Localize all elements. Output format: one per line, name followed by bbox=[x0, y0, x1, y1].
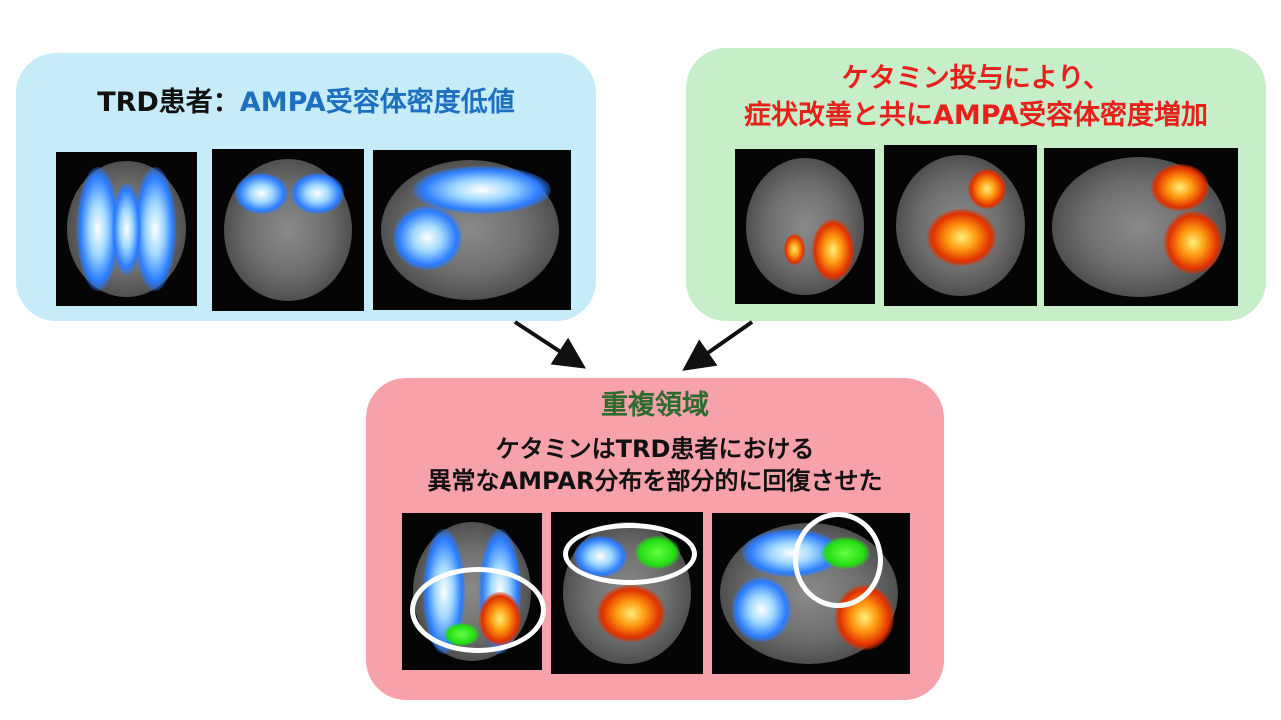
ketamine-sagittal-image bbox=[1044, 148, 1238, 306]
baseline-coronal-image bbox=[212, 149, 364, 311]
baseline-axial-image bbox=[56, 152, 197, 306]
baseline-title-prefix: TRD患者： bbox=[97, 87, 240, 118]
baseline-title-highlight: AMPA受容体密度低値 bbox=[239, 87, 515, 118]
baseline-title: TRD患者：AMPA受容体密度低値 bbox=[16, 80, 596, 119]
overlap-line1: ケタミンはTRD患者における bbox=[495, 435, 815, 463]
ketamine-title-line2: 症状改善と共にAMPA受容体密度増加 bbox=[744, 100, 1208, 131]
highlight-circle bbox=[563, 523, 697, 585]
baseline-sagittal-image bbox=[373, 150, 571, 310]
ketamine-title-line1: ケタミン投与により、 bbox=[841, 63, 1111, 94]
overlap-line2: 異常なAMPAR分布を部分的に回復させた bbox=[427, 467, 883, 495]
ketamine-coronal-image bbox=[884, 145, 1037, 306]
highlight-circle bbox=[410, 567, 546, 653]
highlight-circle bbox=[793, 512, 883, 608]
arrow-left bbox=[513, 320, 587, 369]
ketamine-axial-image bbox=[735, 149, 875, 304]
arrow-right bbox=[682, 320, 754, 371]
overlap-title: 重複領域 bbox=[601, 390, 709, 421]
